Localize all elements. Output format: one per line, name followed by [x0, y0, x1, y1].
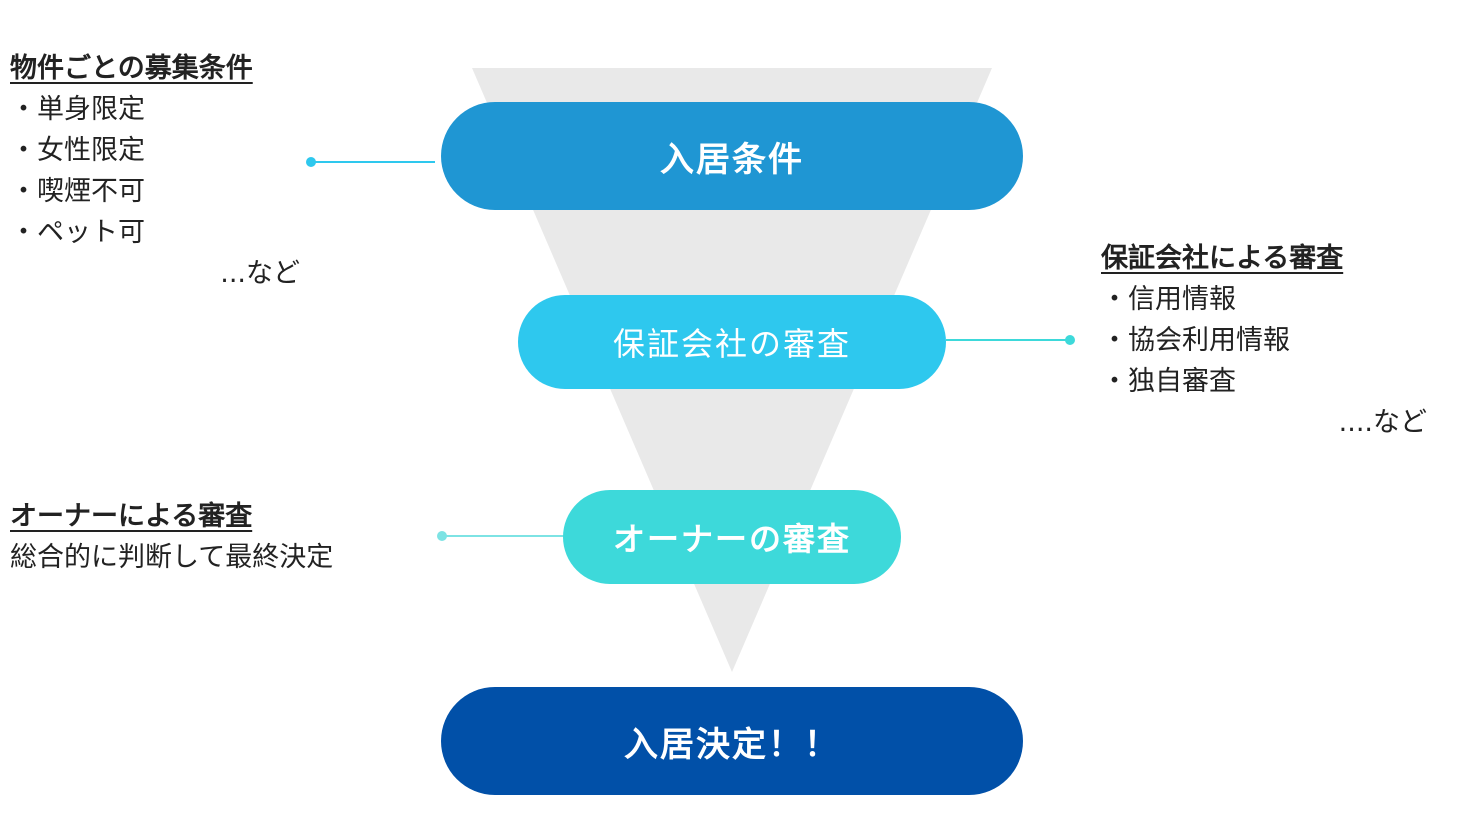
stage-guarantor-review: 保証会社の審査 — [518, 295, 946, 389]
list-item: ・単身限定 — [10, 94, 145, 125]
note-property-conditions-etc: ...など — [220, 258, 300, 289]
note-owner-review-title: オーナーによる審査 — [10, 501, 253, 532]
note-property-conditions: 物件ごとの募集条件 ・単身限定 ・女性限定 ・喫煙不可 ・ペット可 ...など — [10, 48, 300, 294]
stage-owner-review-label: オーナーの審査 — [612, 520, 851, 558]
list-item: ・喫煙不可 — [10, 176, 145, 207]
note-guarantor-review-title: 保証会社による審査 — [1101, 243, 1344, 274]
stage-guarantor-review-label: 保証会社の審査 — [612, 325, 851, 363]
list-item: ・協会利用情報 — [1101, 325, 1290, 356]
list-item: ・女性限定 — [10, 135, 145, 166]
note-owner-review-body: 総合的に判断して最終決定 — [10, 542, 334, 573]
list-item: ・信用情報 — [1101, 284, 1236, 315]
note-guarantor-review-etc: ....など — [1338, 407, 1427, 438]
list-item: ・独自審査 — [1101, 366, 1236, 397]
connector-dot-guarantor — [1065, 335, 1075, 345]
note-property-conditions-title: 物件ごとの募集条件 — [10, 53, 253, 84]
stage-move-in-decided: 入居決定！！ — [441, 687, 1023, 795]
stage-owner-review: オーナーの審査 — [563, 490, 901, 584]
note-guarantor-review: 保証会社による審査 ・信用情報 ・協会利用情報 ・独自審査 ....など — [1101, 238, 1427, 443]
stage-move-in-conditions: 入居条件 — [441, 102, 1023, 210]
note-owner-review: オーナーによる審査 総合的に判断して最終決定 — [10, 496, 390, 578]
connector-dot-conditions — [306, 157, 316, 167]
stage-move-in-decided-label: 入居決定！！ — [624, 724, 840, 765]
stage-move-in-conditions-label: 入居条件 — [660, 139, 804, 180]
connector-dot-owner — [437, 531, 447, 541]
list-item: ・ペット可 — [10, 217, 145, 248]
